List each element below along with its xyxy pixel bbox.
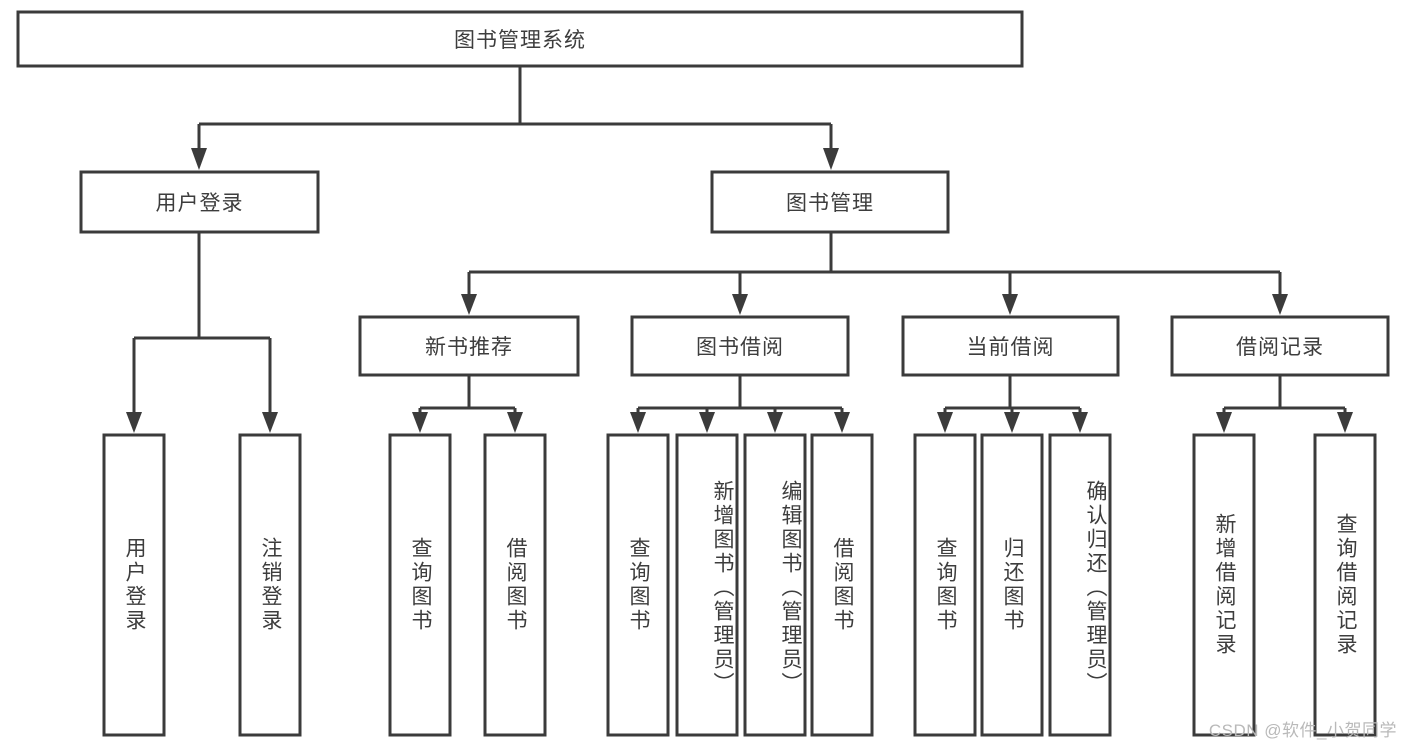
node-box-borrow-record[interactable] <box>1170 315 1390 377</box>
node-box-user-login[interactable] <box>79 170 320 234</box>
leaf-box-logout[interactable] <box>238 433 302 737</box>
leaf-box-query-book-1[interactable] <box>388 433 452 737</box>
connector-currentborrow-to-leaves <box>937 375 1088 433</box>
node-box-book-manage[interactable] <box>710 170 950 234</box>
leaf-box-query-book-2[interactable] <box>606 433 670 737</box>
leaf-box-borrow-book-1[interactable] <box>483 433 547 737</box>
leaf-box-confirm-return[interactable] <box>1048 433 1112 737</box>
node-box-root[interactable] <box>16 10 1024 68</box>
node-box-book-borrow[interactable] <box>630 315 850 377</box>
leaf-box-user-login[interactable] <box>102 433 166 737</box>
connector-userlogin-to-leaves <box>126 232 278 433</box>
leaf-box-query-book-3[interactable] <box>913 433 977 737</box>
leaf-box-return-book[interactable] <box>980 433 1044 737</box>
connector-borrowrecord-to-leaves <box>1216 375 1353 433</box>
connector-root-to-level2 <box>191 66 839 170</box>
connector-bookborrow-to-leaves <box>630 375 850 433</box>
leaf-box-add-book[interactable] <box>675 433 739 737</box>
connector-newbook-to-leaves <box>412 375 523 433</box>
connector-bookmanage-to-level3 <box>461 232 1288 315</box>
leaf-box-edit-book[interactable] <box>743 433 807 737</box>
node-box-current-borrow[interactable] <box>901 315 1120 377</box>
leaf-box-borrow-book-2[interactable] <box>810 433 874 737</box>
leaf-box-query-record[interactable] <box>1313 433 1377 737</box>
node-box-new-book-rec[interactable] <box>358 315 580 377</box>
leaf-box-add-record[interactable] <box>1192 433 1256 737</box>
